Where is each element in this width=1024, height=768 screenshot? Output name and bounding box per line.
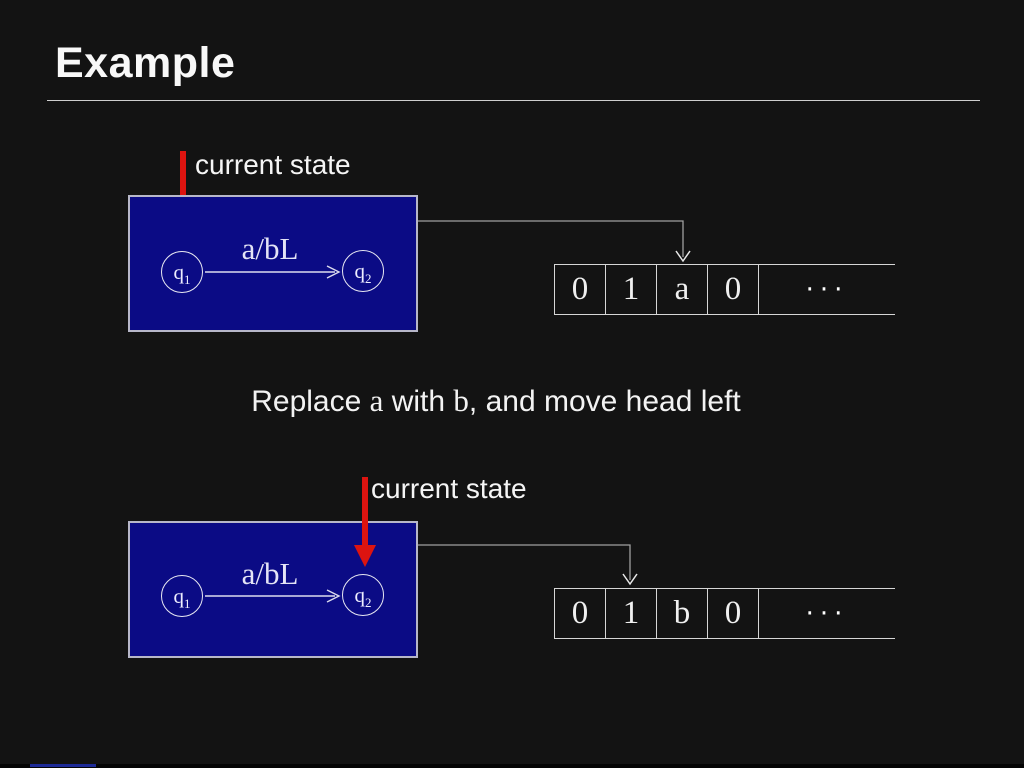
- caption-text: Replace: [251, 385, 370, 418]
- transition-label-1: a/bL: [241, 231, 299, 266]
- state-q2-diagram2: q2: [342, 574, 384, 616]
- tape-cell-head: a: [656, 264, 708, 315]
- bottom-blue-sliver: [30, 764, 96, 767]
- transition-arrow-icon-1: [205, 265, 341, 279]
- tape-cell: 0: [707, 264, 759, 315]
- tape-cell: 0: [707, 588, 759, 639]
- state-name: q1: [173, 259, 191, 287]
- tape-ellipsis: ···: [759, 264, 895, 315]
- tape-cell: 0: [554, 588, 606, 639]
- caption-text: , and move head left: [468, 385, 741, 418]
- state-name: q2: [354, 258, 372, 286]
- state-name: q1: [173, 583, 191, 611]
- caption: Replace a with b, and move head left: [251, 382, 741, 420]
- transition-arrow-icon-2: [205, 589, 341, 603]
- tape-cell: b: [656, 588, 708, 639]
- caption-symbol-b: b: [453, 383, 469, 418]
- slide-bottom-edge: [0, 764, 1024, 768]
- tape-cell: 0: [554, 264, 606, 315]
- state-q1-diagram2: q1: [161, 575, 203, 617]
- box-to-tape-connector-1: [418, 220, 691, 263]
- tape-ellipsis: ···: [759, 588, 895, 639]
- tape-cell-head: 1: [605, 588, 657, 639]
- state-q1-diagram1: q1: [161, 251, 203, 293]
- state-q2-diagram1: q2: [342, 250, 384, 292]
- tape-cell: 1: [605, 264, 657, 315]
- red-arrow-head-icon: [354, 545, 376, 567]
- red-arrow-stem: [180, 151, 186, 221]
- current-state-label-1: current state: [195, 149, 351, 180]
- tape-1: 0 1 a 0 ···: [554, 264, 895, 315]
- caption-symbol-a: a: [369, 383, 384, 418]
- tape-2: 0 1 b 0 ···: [554, 588, 895, 639]
- state-name: q2: [354, 582, 372, 610]
- slide-title: Example: [55, 39, 236, 87]
- current-state-label-2: current state: [371, 473, 527, 504]
- box-to-tape-connector-2: [418, 544, 638, 586]
- title-underline: [47, 100, 980, 101]
- transition-label-2: a/bL: [241, 556, 299, 591]
- red-arrow-stem: [362, 477, 368, 547]
- caption-text: with: [383, 385, 454, 418]
